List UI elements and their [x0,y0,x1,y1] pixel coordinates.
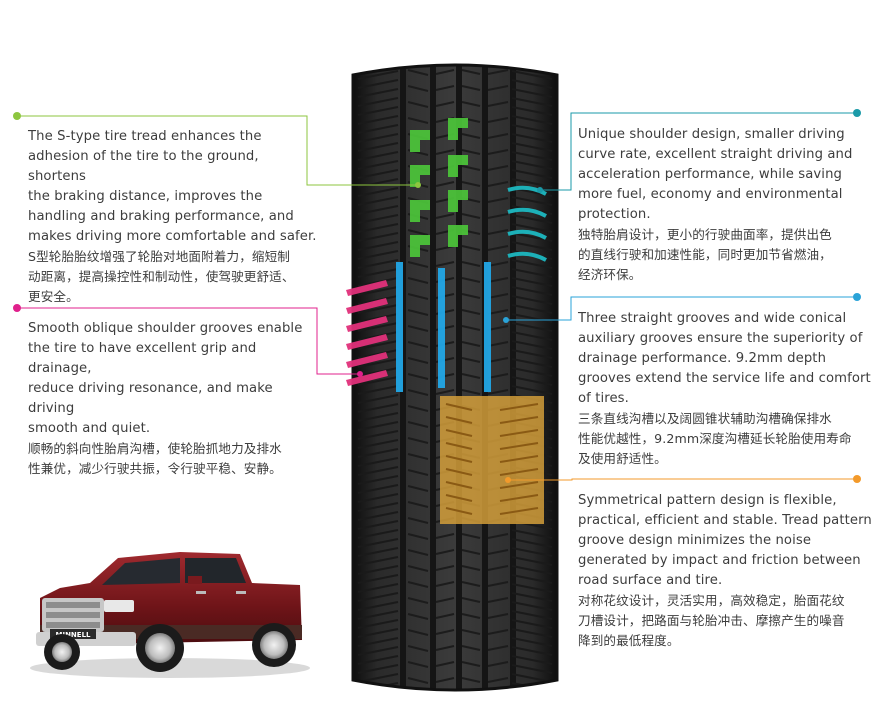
callout-symmetrical-en: Symmetrical pattern design is flexible, … [578,493,872,588]
leader-line-orange [508,478,857,481]
green-tread-block-1 [448,118,468,140]
blue-straight-groove-0 [396,262,403,392]
pink-shoulder-groove-4 [346,352,388,368]
callout-s-type-tread: The S-type tire tread enhances the adhes… [28,127,318,307]
grille-badge-text: MINNELL [56,631,92,639]
leader-line-green [17,115,418,186]
gold-sipe-left-7 [445,494,473,502]
callout-oblique-shoulder: Smooth oblique shoulder grooves enable t… [28,319,318,479]
leader-line-teal [540,112,857,191]
gold-sipe-left-5 [445,468,473,476]
callout-s-type-en: The S-type tire tread enhances the adhes… [28,129,317,244]
leader-line-magenta [17,307,360,375]
callout-oblique-shoulder-zh: 顺畅的斜向性胎肩沟槽，使轮胎抓地力及排水 性兼优，减少行驶共振，令行驶平稳、安静… [28,441,282,476]
callout-s-type-zh: S型轮胎胎纹增强了轮胎对地面附着力，缩短制 动距离，提高操控性和制动性，使驾驶更… [28,249,295,304]
gold-sipe-left-2 [445,429,473,437]
teal-shoulder-arc-1 [507,207,547,218]
gold-sipe-left-1 [445,416,473,424]
callout-symmetrical-pattern: Symmetrical pattern design is flexible, … [578,491,878,651]
gold-sipe-right-3 [499,442,539,450]
green-tread-block-6 [410,235,430,257]
gold-sipe-left-8 [445,507,473,515]
gold-sipe-right-5 [499,468,539,476]
gold-sipe-right-6 [499,481,539,489]
gold-sipe-right-0 [499,403,539,411]
gold-sipe-right-2 [499,429,539,437]
callout-symmetrical-zh: 对称花纹设计，灵活实用，高效稳定，胎面花纹 刀槽设计，把路面与轮胎冲击、摩擦产生… [578,593,845,648]
pink-shoulder-groove-1 [346,298,388,314]
pink-shoulder-groove-2 [346,316,388,332]
green-tread-block-7 [448,225,468,247]
gold-symmetrical-block [440,396,544,524]
green-tread-block-3 [448,155,468,177]
gold-sipe-left-6 [445,481,473,489]
pink-shoulder-groove-3 [346,334,388,350]
leader-dots [13,109,861,483]
gold-sipe-left-0 [445,403,473,411]
callout-oblique-shoulder-en: Smooth oblique shoulder grooves enable t… [28,321,303,436]
teal-shoulder-arc-0 [507,185,547,196]
gold-sipe-right-8 [499,507,539,515]
callout-unique-shoulder-zh: 独特胎肩设计，更小的行驶曲面率，提供出色 的直线行驶和加速性能，同时更加节省燃油… [578,227,832,282]
green-tread-block-5 [448,190,468,212]
green-tread-block-4 [410,200,430,222]
leader-lines [17,112,857,481]
blue-straight-groove-1 [438,268,445,388]
teal-shoulder-arc-2 [507,229,547,240]
callout-three-grooves-zh: 三条直线沟槽以及阔圆锥状辅助沟槽确保排水 性能优越性，9.2mm深度沟槽延长轮胎… [578,411,852,466]
blue-straight-groove-2 [484,262,491,392]
gold-sipe-left-3 [445,442,473,450]
gold-sipe-right-7 [499,494,539,502]
green-tread-block-0 [410,130,430,152]
gold-sipe-right-1 [499,416,539,424]
pink-shoulder-groove-0 [346,280,388,296]
gold-sipe-left-4 [445,455,473,463]
callout-three-grooves: Three straight grooves and wide conical … [578,309,878,469]
pickup-truck-image: MINNELL [30,552,310,678]
leader-line-blue [506,296,857,321]
tread-highlights [346,118,547,524]
callout-three-grooves-en: Three straight grooves and wide conical … [578,311,871,406]
callout-unique-shoulder: Unique shoulder design, smaller driving … [578,125,868,285]
green-tread-block-2 [410,165,430,187]
teal-shoulder-arc-3 [507,251,547,262]
callout-unique-shoulder-en: Unique shoulder design, smaller driving … [578,127,853,222]
gold-sipe-right-4 [499,455,539,463]
pink-shoulder-groove-5 [346,370,388,386]
